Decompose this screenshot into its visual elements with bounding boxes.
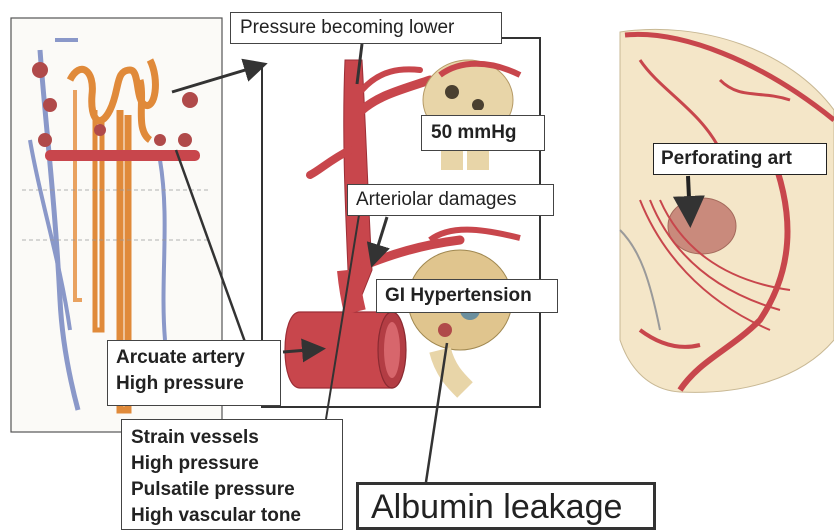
arcuate-line-1: Arcuate artery [116,345,280,371]
strain-line-4: High vascular tone [131,503,342,529]
strain-line-3: Pulsatile pressure [131,477,342,503]
arcuate-line-2: High pressure [116,371,280,397]
arrow-perforating-art [688,176,690,220]
strain-line-2: High pressure [131,451,342,477]
mmhg-label: 50 mmHg [421,115,545,151]
arteriolar-damages-label: Arteriolar damages [347,184,554,216]
brain-illustration [620,29,834,392]
gi-hypertension-label: GI Hypertension [376,279,558,313]
arcuate-artery-label: Arcuate artery High pressure [107,340,281,406]
perforating-art-label: Perforating art [653,143,827,175]
pressure-lower-label: Pressure becoming lower [230,12,502,44]
albumin-leakage-label: Albumin leakage [356,482,656,530]
strain-vessels-label: Strain vessels High pressure Pulsatile p… [121,419,343,530]
strain-line-1: Strain vessels [131,425,342,451]
